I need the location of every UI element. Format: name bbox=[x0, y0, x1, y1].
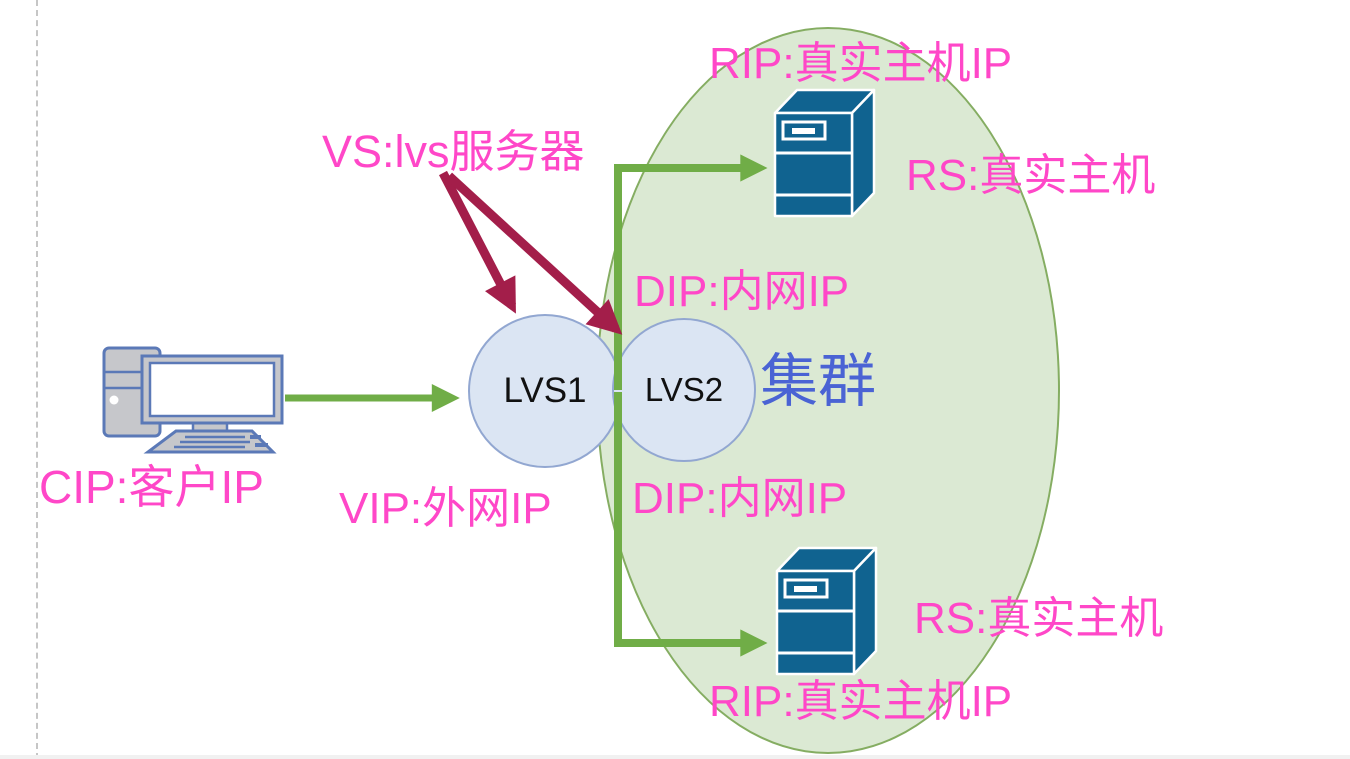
lvs1-node-circle[interactable]: LVS1 bbox=[468, 314, 622, 468]
arrow-vs-to-lvs1[interactable] bbox=[439, 170, 516, 314]
lvs2-node-circle[interactable]: LVS2 bbox=[612, 318, 756, 462]
label-rip-top[interactable]: RIP:真实主机IP bbox=[709, 39, 1013, 88]
label-rip-bottom[interactable]: RIP:真实主机IP bbox=[709, 677, 1013, 726]
label-dip-bottom[interactable]: DIP:内网IP bbox=[632, 474, 848, 523]
connector-lvs-to-bottom-server[interactable] bbox=[614, 392, 768, 657]
label-rs-top[interactable]: RS:真实主机 bbox=[906, 151, 1156, 200]
arrow-vs-to-lvs2[interactable] bbox=[445, 172, 623, 335]
server-icon-top[interactable] bbox=[773, 88, 876, 218]
label-cluster-title[interactable]: 集群 bbox=[760, 349, 877, 414]
label-dip-top[interactable]: DIP:内网IP bbox=[634, 267, 850, 316]
server-icon-bottom[interactable] bbox=[775, 546, 878, 676]
page-margin-guide bbox=[36, 0, 38, 759]
lvs1-label: LVS1 bbox=[503, 371, 587, 410]
label-cip[interactable]: CIP:客户IP bbox=[39, 461, 264, 513]
label-vs[interactable]: VS:lvs服务器 bbox=[322, 126, 585, 177]
lvs2-label: LVS2 bbox=[644, 371, 724, 408]
label-vip[interactable]: VIP:外网IP bbox=[339, 484, 552, 533]
label-rs-bottom[interactable]: RS:真实主机 bbox=[914, 594, 1164, 643]
page-bottom-edge bbox=[0, 755, 1350, 759]
desktop-computer-icon[interactable] bbox=[102, 346, 284, 454]
